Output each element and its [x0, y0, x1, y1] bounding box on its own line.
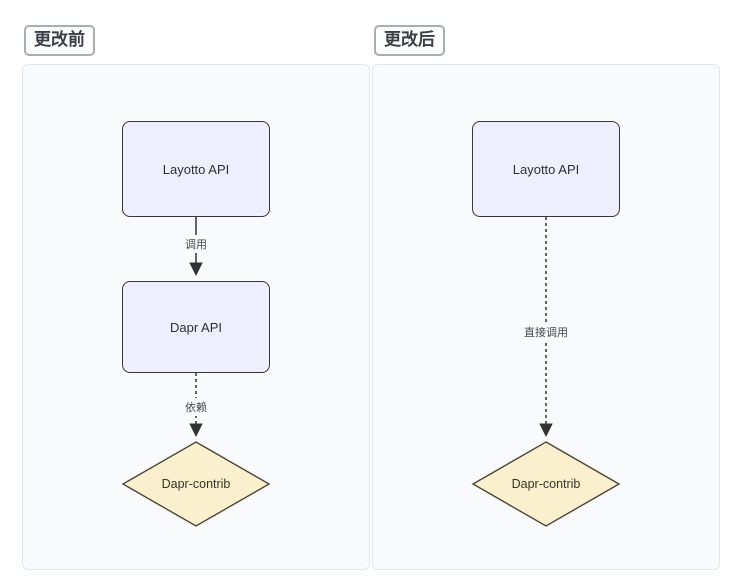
edge-depend-label: 依赖 — [181, 398, 211, 416]
label-after-change: 更改后 — [374, 25, 445, 56]
node-layotto-api-label: Layotto API — [162, 161, 230, 177]
node-dapr-contrib-shape — [121, 441, 271, 527]
node-dapr-api: Dapr API — [122, 281, 270, 373]
edge-direct-call-label: 直接调用 — [520, 323, 572, 341]
node-dapr-contrib-label: Dapr-contrib — [161, 477, 231, 491]
panel-before: Layotto API 调用 Dapr API 依赖 Dapr-contrib — [22, 64, 370, 570]
node-dapr-contrib-label: Dapr-contrib — [511, 477, 581, 491]
node-layotto-api-label: Layotto API — [512, 161, 580, 177]
node-dapr-contrib-shape — [471, 441, 621, 527]
panel-after: Layotto API 直接调用 Dapr-contrib — [372, 64, 720, 570]
node-layotto-api: Layotto API — [472, 121, 620, 217]
node-dapr-api-label: Dapr API — [169, 319, 223, 335]
edge-call-label: 调用 — [181, 235, 211, 253]
node-layotto-api: Layotto API — [122, 121, 270, 217]
label-before-change: 更改前 — [24, 25, 95, 56]
